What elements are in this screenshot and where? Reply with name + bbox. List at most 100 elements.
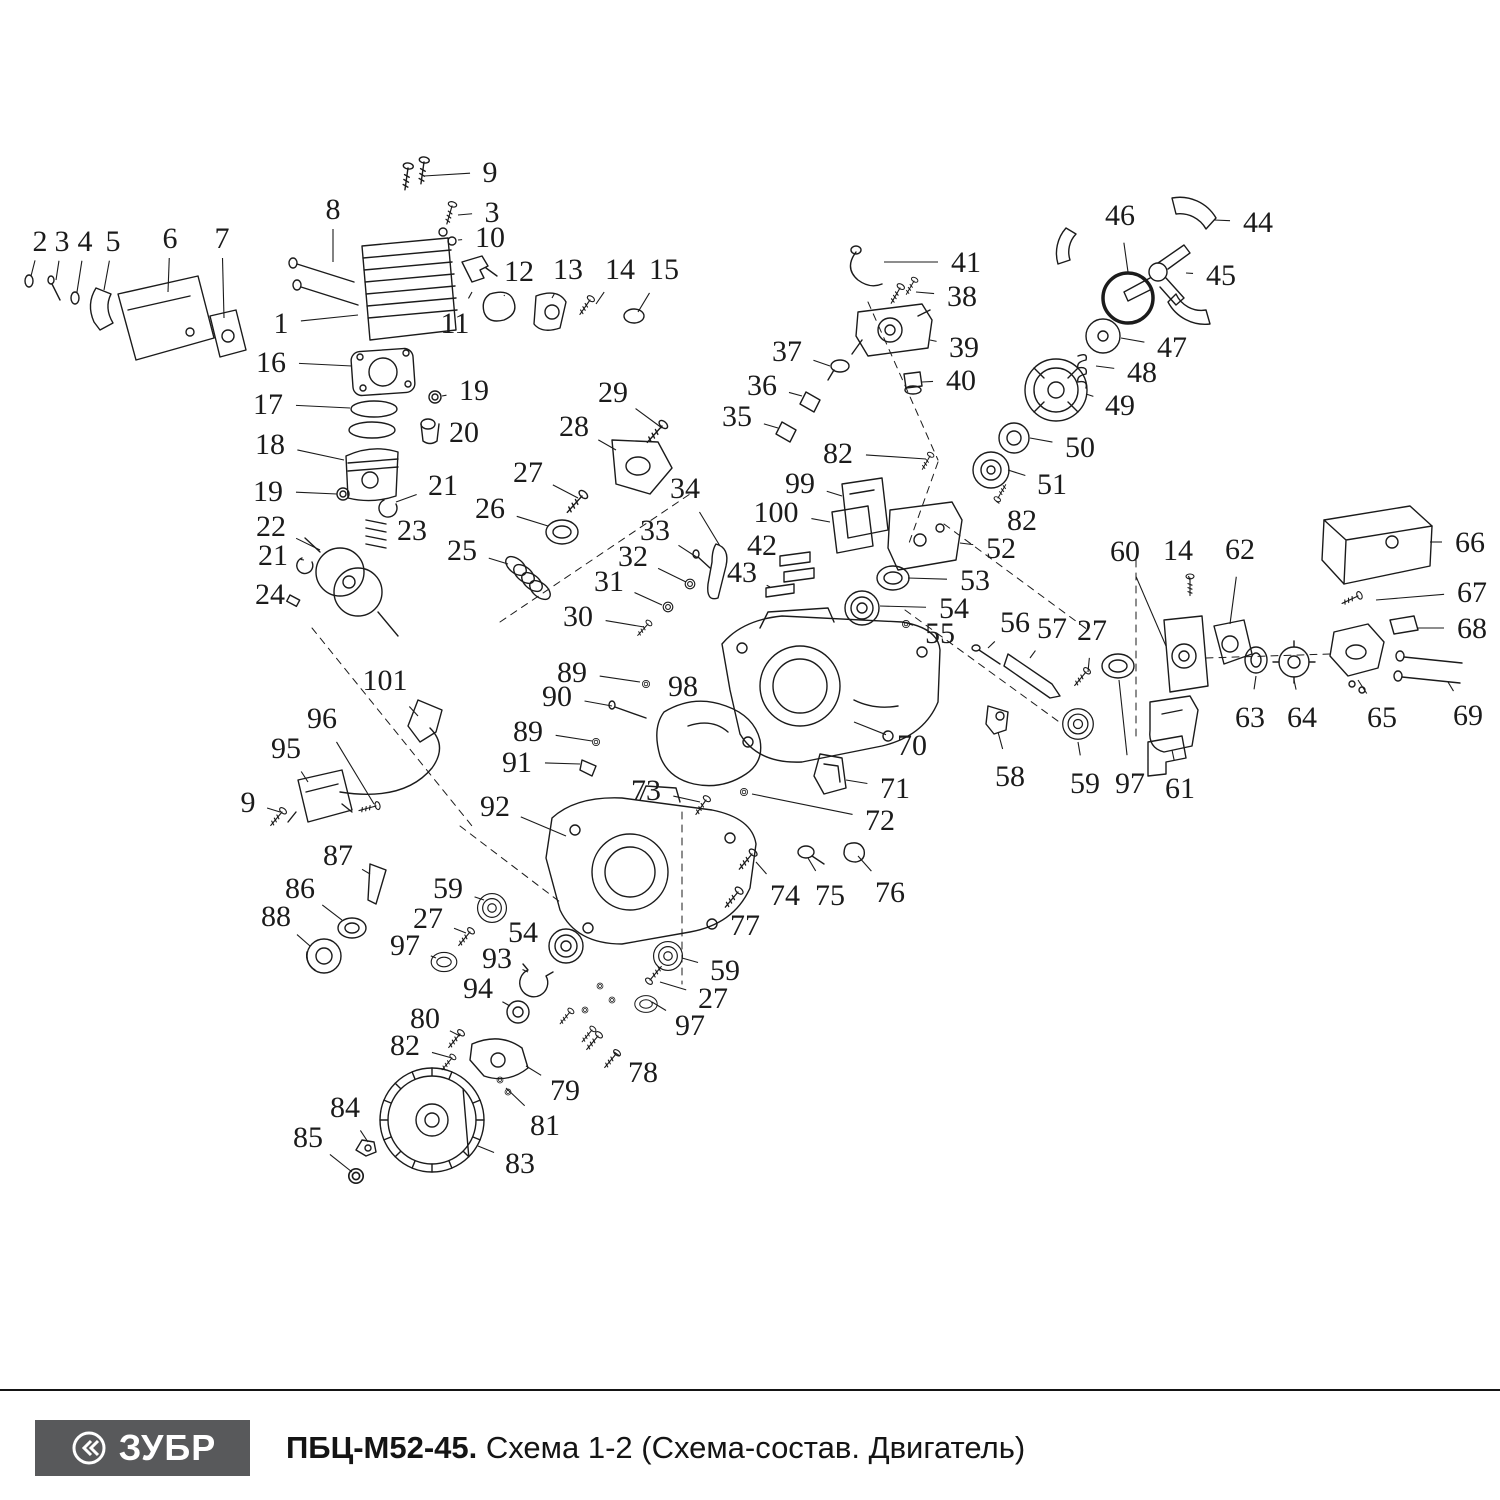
leader-line [811, 518, 831, 523]
leader-line [681, 957, 699, 964]
leader-line [1293, 679, 1297, 690]
seal-cover-drawing [505, 418, 673, 601]
leader-line [929, 339, 937, 342]
starter-clutch-drawing [972, 196, 1217, 489]
leader-line [552, 484, 579, 499]
leader-line [1253, 675, 1257, 690]
part-number-label: 12 [504, 255, 534, 288]
leader-line [336, 741, 375, 805]
schema-title: ПБЦ-М52-45. Схема 1-2 (Схема-состав. Дви… [286, 1430, 1025, 1466]
leader-line [1213, 219, 1231, 222]
leader-line [1095, 365, 1115, 369]
part-number-label: 19 [459, 374, 489, 407]
leader-line [103, 260, 110, 291]
part-number-label: 81 [530, 1109, 560, 1142]
part-number-label: 58 [995, 760, 1025, 793]
part-number-label: 27 [513, 456, 543, 489]
leader-lines [30, 172, 1454, 1173]
leader-line [1135, 576, 1167, 647]
leader-line [295, 404, 351, 409]
part-number-label: 41 [951, 246, 981, 279]
leader-line [520, 816, 567, 837]
leader-line [659, 981, 687, 991]
part-number-label: 86 [285, 872, 315, 905]
exploded-parts-diagram: 9831023456712131415111161917201829282119… [24, 155, 1487, 1185]
leader-line [698, 511, 721, 547]
leader-line [826, 490, 843, 497]
part-number-label: 22 [256, 510, 286, 543]
air-box-drawing [1321, 505, 1463, 684]
part-number-label: 89 [557, 656, 587, 689]
part-number-label: 45 [1206, 259, 1236, 292]
leader-line [613, 1051, 621, 1057]
part-number-label: 14 [605, 253, 635, 286]
piston-drawing [296, 390, 442, 575]
part-number-label: 78 [628, 1056, 658, 1089]
part-number-label: 39 [949, 331, 979, 364]
clutch-drum-drawing [305, 863, 387, 974]
leader-line [651, 1001, 667, 1011]
muffler-drawing [24, 274, 247, 361]
leader-line [635, 408, 663, 429]
leader-line [1029, 650, 1036, 659]
part-number-label: 29 [598, 376, 628, 409]
leader-line [300, 314, 359, 322]
part-number-label: 48 [1127, 356, 1157, 389]
part-number-label: 94 [463, 972, 493, 1005]
part-number-label: 2 [33, 225, 48, 258]
zubr-logo: ЗУБР [35, 1420, 250, 1476]
part-number-label: 47 [1157, 331, 1187, 364]
part-number-label: 25 [447, 534, 477, 567]
leader-line [502, 1001, 511, 1007]
leader-line [634, 592, 663, 606]
leader-line [813, 359, 831, 367]
part-number-label: 44 [1243, 206, 1273, 239]
part-number-label: 54 [508, 916, 538, 949]
part-number-label: 90 [542, 680, 572, 713]
part-number-label: 80 [410, 1002, 440, 1035]
leader-line [997, 731, 1004, 750]
part-number-label: 74 [770, 879, 800, 912]
leader-line [959, 542, 974, 546]
part-number-label: 98 [668, 670, 698, 703]
part-number-label: 100 [754, 496, 799, 529]
model-number: ПБЦ-М52-45. [286, 1430, 478, 1465]
cylinder-drawing [288, 155, 498, 341]
leader-line [1029, 437, 1053, 443]
leader-line [30, 260, 36, 277]
part-number-label: 70 [897, 729, 927, 762]
leader-line [359, 1130, 369, 1143]
leader-line [1375, 593, 1445, 601]
part-number-label: 96 [307, 702, 337, 735]
part-number-label: 56 [1000, 606, 1030, 639]
leader-line [477, 1145, 495, 1154]
part-number-label: 63 [1235, 701, 1265, 734]
part-number-label: 92 [480, 790, 510, 823]
part-number-label: 7 [215, 222, 230, 255]
leader-line [807, 857, 817, 872]
leader-line [1357, 679, 1368, 694]
leader-line [598, 439, 617, 451]
part-number-label: 89 [513, 715, 543, 748]
part-number-label: 82 [823, 437, 853, 470]
leader-line [221, 257, 225, 319]
leader-line [297, 449, 345, 461]
part-number-label: 101 [363, 664, 408, 697]
part-number-label: 24 [255, 578, 285, 611]
cylinder-gasket-drawing [350, 347, 416, 397]
schema-subtitle: Схема 1-2 (Схема-состав. Двигатель) [477, 1430, 1026, 1465]
part-number-label: 9 [241, 786, 256, 819]
part-number-label: 30 [563, 600, 593, 633]
part-number-label: 4 [78, 225, 93, 258]
leader-line [488, 557, 509, 565]
leader-line [921, 380, 934, 383]
leader-line [449, 1030, 461, 1037]
part-number-label: 6 [163, 222, 178, 255]
leader-line [321, 904, 343, 921]
leader-line [423, 172, 471, 177]
part-number-label: 62 [1225, 533, 1255, 566]
part-number-label: 49 [1105, 389, 1135, 422]
part-number-label: 66 [1455, 526, 1485, 559]
part-number-label: 97 [390, 929, 420, 962]
part-number-label: 60 [1110, 535, 1140, 568]
